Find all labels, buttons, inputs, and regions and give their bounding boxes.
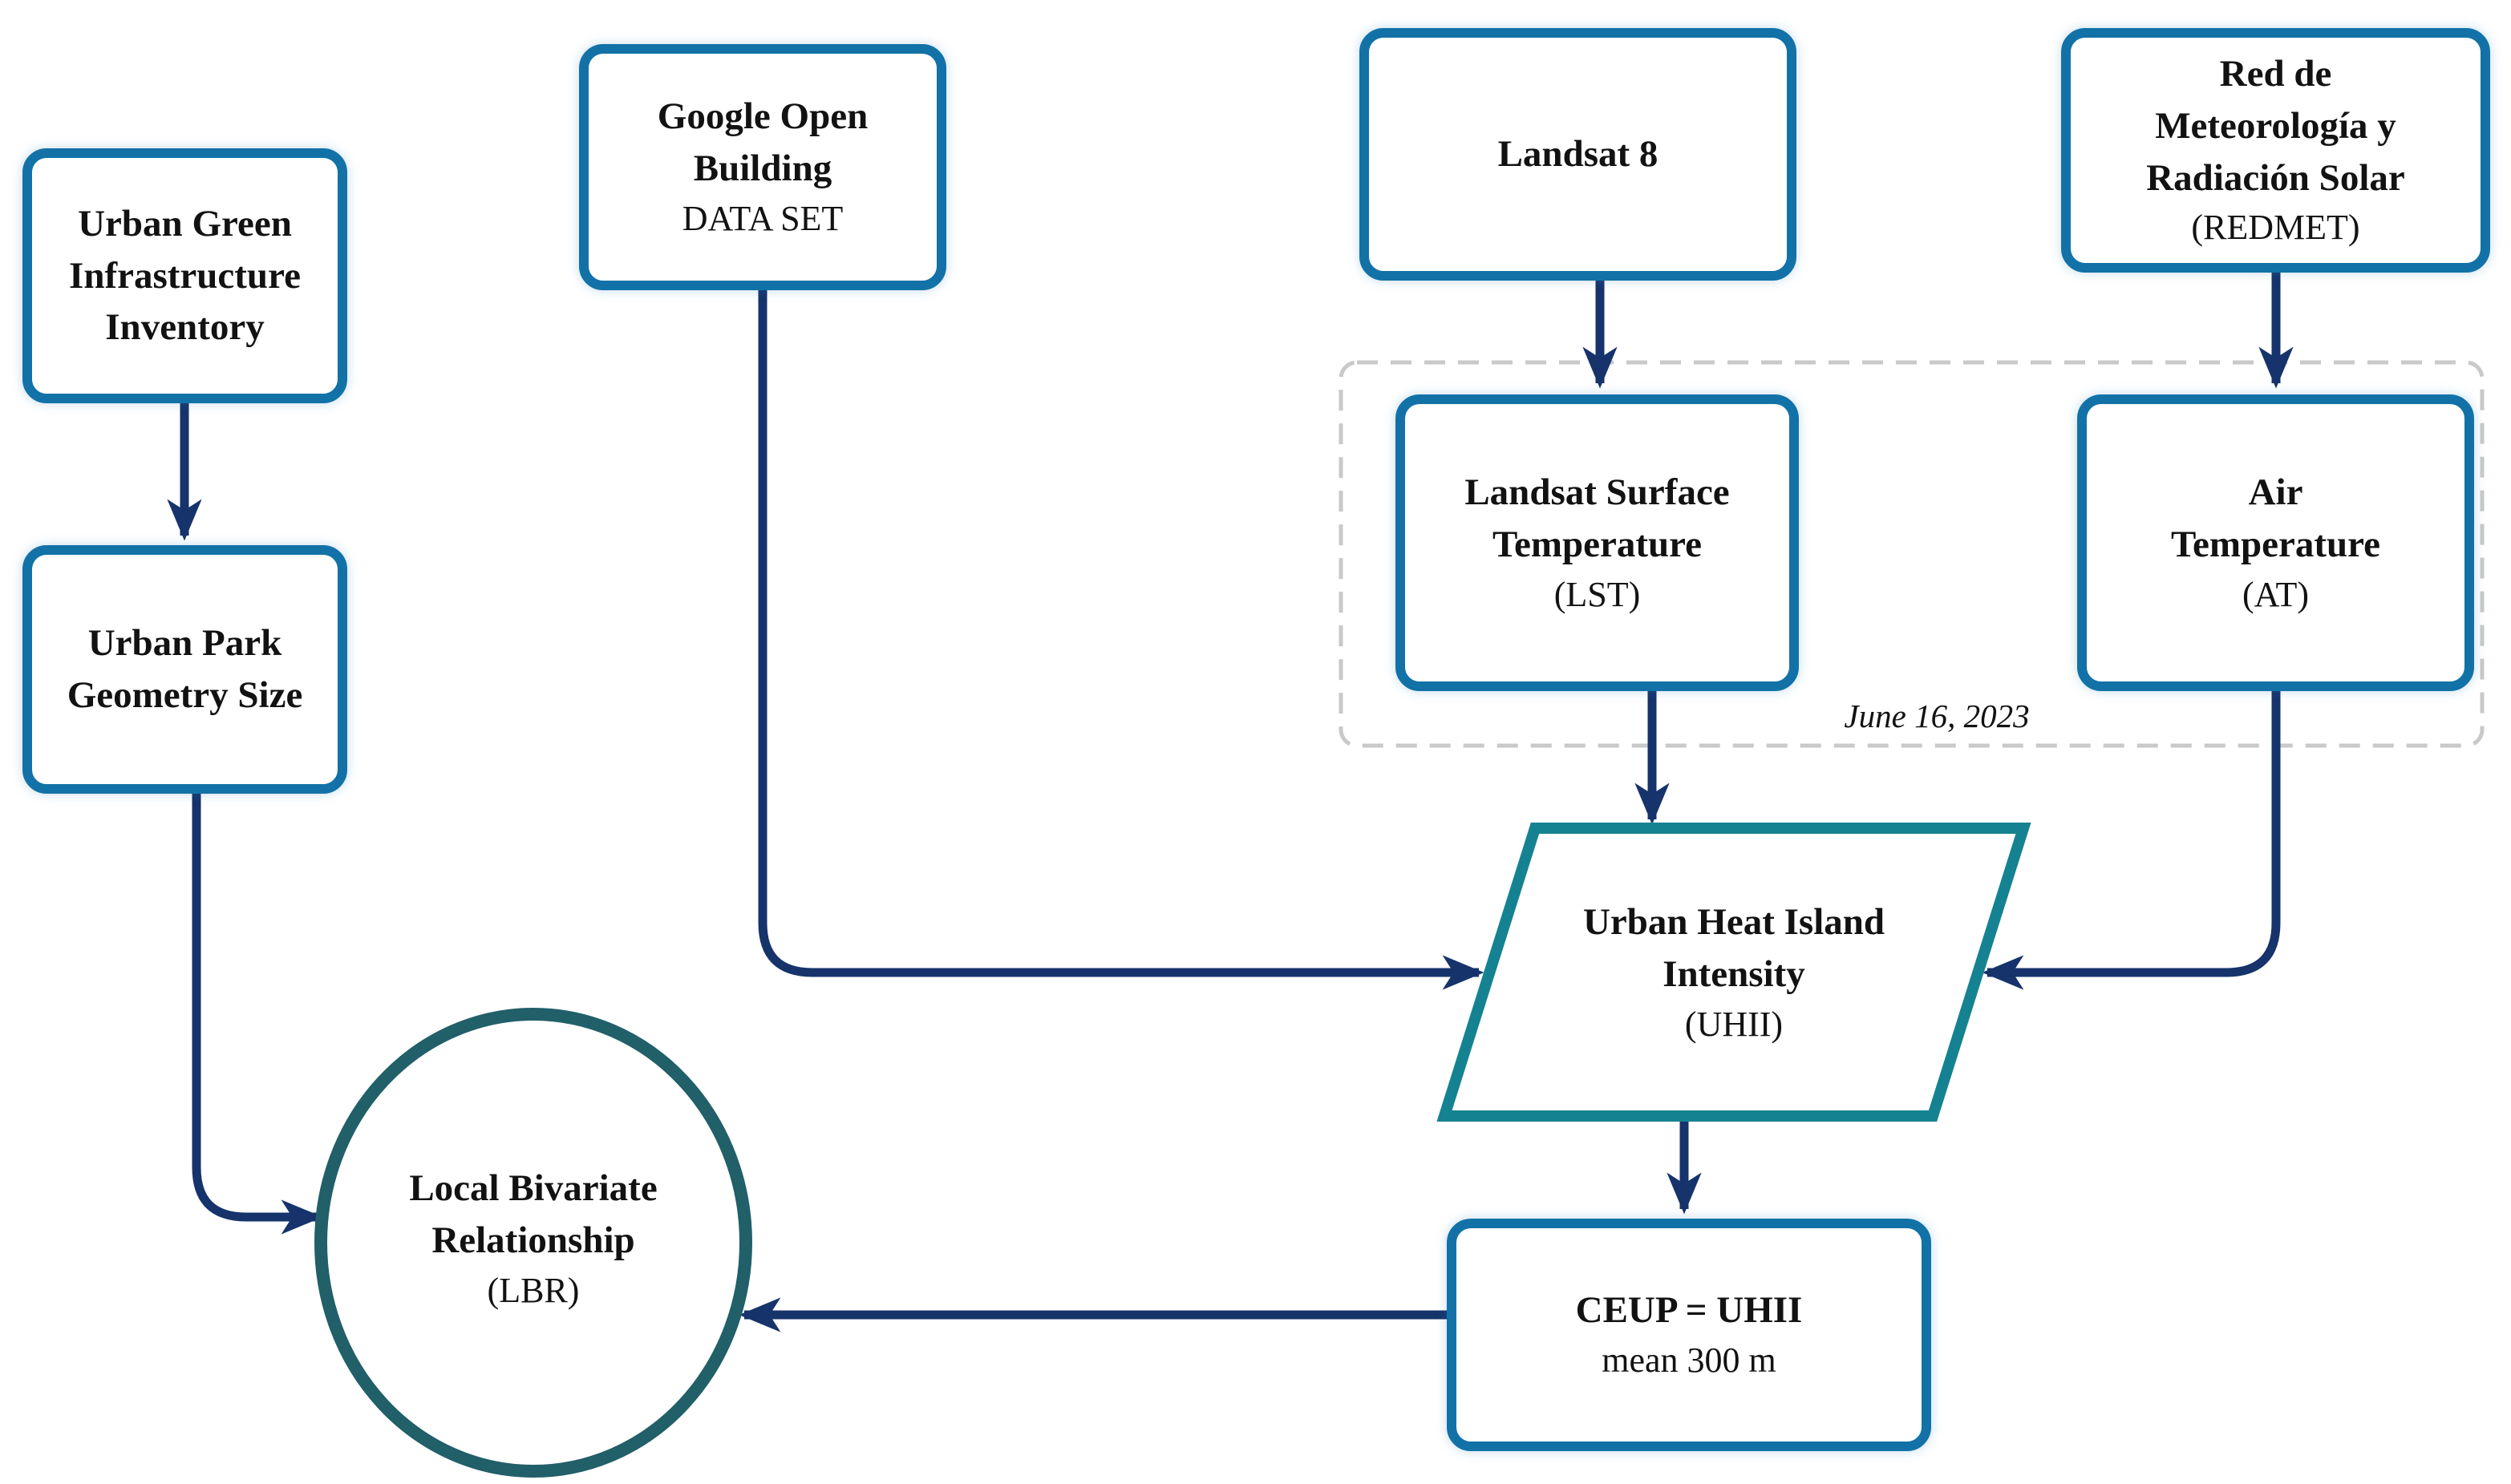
node-text-line: (UHII) (1684, 1004, 1784, 1044)
node-text-line: Infrastructure (69, 254, 301, 297)
node-urban-green-infrastructure-inventory: Urban Green Infrastructure Inventory (22, 148, 347, 403)
node-text-line: mean 300 m (1602, 1340, 1776, 1381)
node-text-line: Temperature (2170, 523, 2381, 565)
node-text-line: Geometry Size (67, 674, 303, 716)
date-group-dashed-box (1339, 360, 2485, 748)
node-google-open-building-dataset: Google Open Building DATA SET (579, 44, 946, 290)
node-text-line: Urban Green (78, 202, 292, 245)
node-text-line: Landsat Surface (1464, 471, 1730, 513)
arrow-google-open-building-to-uhii (758, 290, 1484, 990)
node-text-line: (REDMET) (2191, 208, 2360, 248)
node-text-line: Inventory (105, 306, 265, 349)
node-text-line: CEUP = UHII (1575, 1289, 1803, 1332)
node-text-line: Landsat 8 (1497, 133, 1658, 176)
arrow-urban-park-to-lbr (192, 794, 323, 1235)
node-text-line: Temperature (1492, 523, 1703, 565)
node-text-line: DATA SET (682, 199, 844, 238)
node-text-line: Red de (2219, 52, 2332, 95)
node-text-line: (LBR) (487, 1270, 580, 1310)
node-text-line: (LST) (1553, 574, 1641, 614)
node-landsat-8: Landsat 8 (1359, 28, 1796, 281)
node-text-line: Google Open Building (657, 95, 869, 190)
node-text-line: Relationship (431, 1219, 635, 1261)
lbr-circle-shape (314, 1008, 752, 1478)
node-text-line: Urban Park (87, 622, 282, 665)
node-lbr-label: Local Bivariate Relationship (LBR) (409, 1163, 657, 1315)
node-air-temperature: Air Temperature (AT) (2077, 394, 2474, 691)
node-text-line: Intensity (1663, 952, 1805, 995)
date-annotation: June 16, 2023 (1844, 698, 2030, 734)
node-text-line: (AT) (2242, 574, 2310, 614)
node-text-line: Radiación Solar (2146, 156, 2405, 199)
node-uhii-label: Urban Heat Island Intensity (UHII) (1583, 896, 1885, 1049)
node-redmet: Red de Meteorología y Radiación Solar (R… (2061, 28, 2490, 273)
node-text-line: Air (2248, 471, 2303, 513)
node-text-line: Urban Heat Island (1582, 900, 1885, 943)
node-text-line: Local Bivariate (409, 1167, 658, 1209)
uhii-parallelogram-shape (1436, 823, 2031, 1122)
node-landsat-surface-temperature: Landsat Surface Temperature (LST) (1395, 394, 1799, 691)
node-ceup-uhii-mean: CEUP = UHII mean 300 m (1447, 1219, 1931, 1451)
node-text-line: Meteorología y (2155, 104, 2396, 147)
arrow-air-temperature-to-uhii (1982, 691, 2281, 990)
node-urban-park-geometry-size: Urban Park Geometry Size (22, 545, 347, 794)
